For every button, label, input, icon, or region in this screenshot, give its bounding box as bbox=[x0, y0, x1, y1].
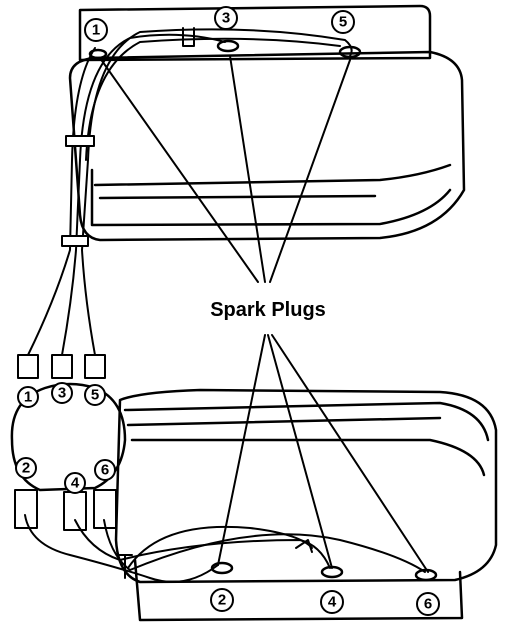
top-plug-1-label: 1 bbox=[92, 22, 100, 39]
dist-wire-3-label: 3 bbox=[58, 385, 66, 402]
distributor-cap bbox=[10, 382, 127, 492]
plug-number-labels: 1 3 5 2 4 6 1 3 5 2 4 6 bbox=[22, 10, 432, 613]
lower-spark-plug-wires bbox=[24, 514, 426, 583]
bottom-plug-4-label: 4 bbox=[328, 594, 337, 611]
top-plug-3-label: 3 bbox=[222, 10, 230, 27]
dist-wire-2-label: 2 bbox=[22, 460, 30, 477]
distributor-boots bbox=[14, 354, 117, 531]
plug-number-markers bbox=[15, 6, 440, 616]
spark-plug-leader-lines bbox=[99, 55, 429, 573]
spark-plugs-callout: Spark Plugs bbox=[210, 299, 326, 321]
bottom-plug-6-label: 6 bbox=[424, 596, 432, 613]
dist-wire-1-label: 1 bbox=[24, 389, 32, 406]
upper-spark-plug-wires bbox=[27, 27, 353, 356]
top-plug-5-label: 5 bbox=[339, 14, 347, 31]
dist-wire-5-label: 5 bbox=[91, 387, 99, 404]
upper-valve-cover bbox=[68, 4, 466, 242]
dist-wire-4-label: 4 bbox=[71, 475, 80, 492]
dist-wire-6-label: 6 bbox=[101, 462, 109, 479]
lower-valve-cover bbox=[114, 388, 498, 622]
bottom-plug-2-label: 2 bbox=[218, 592, 226, 609]
